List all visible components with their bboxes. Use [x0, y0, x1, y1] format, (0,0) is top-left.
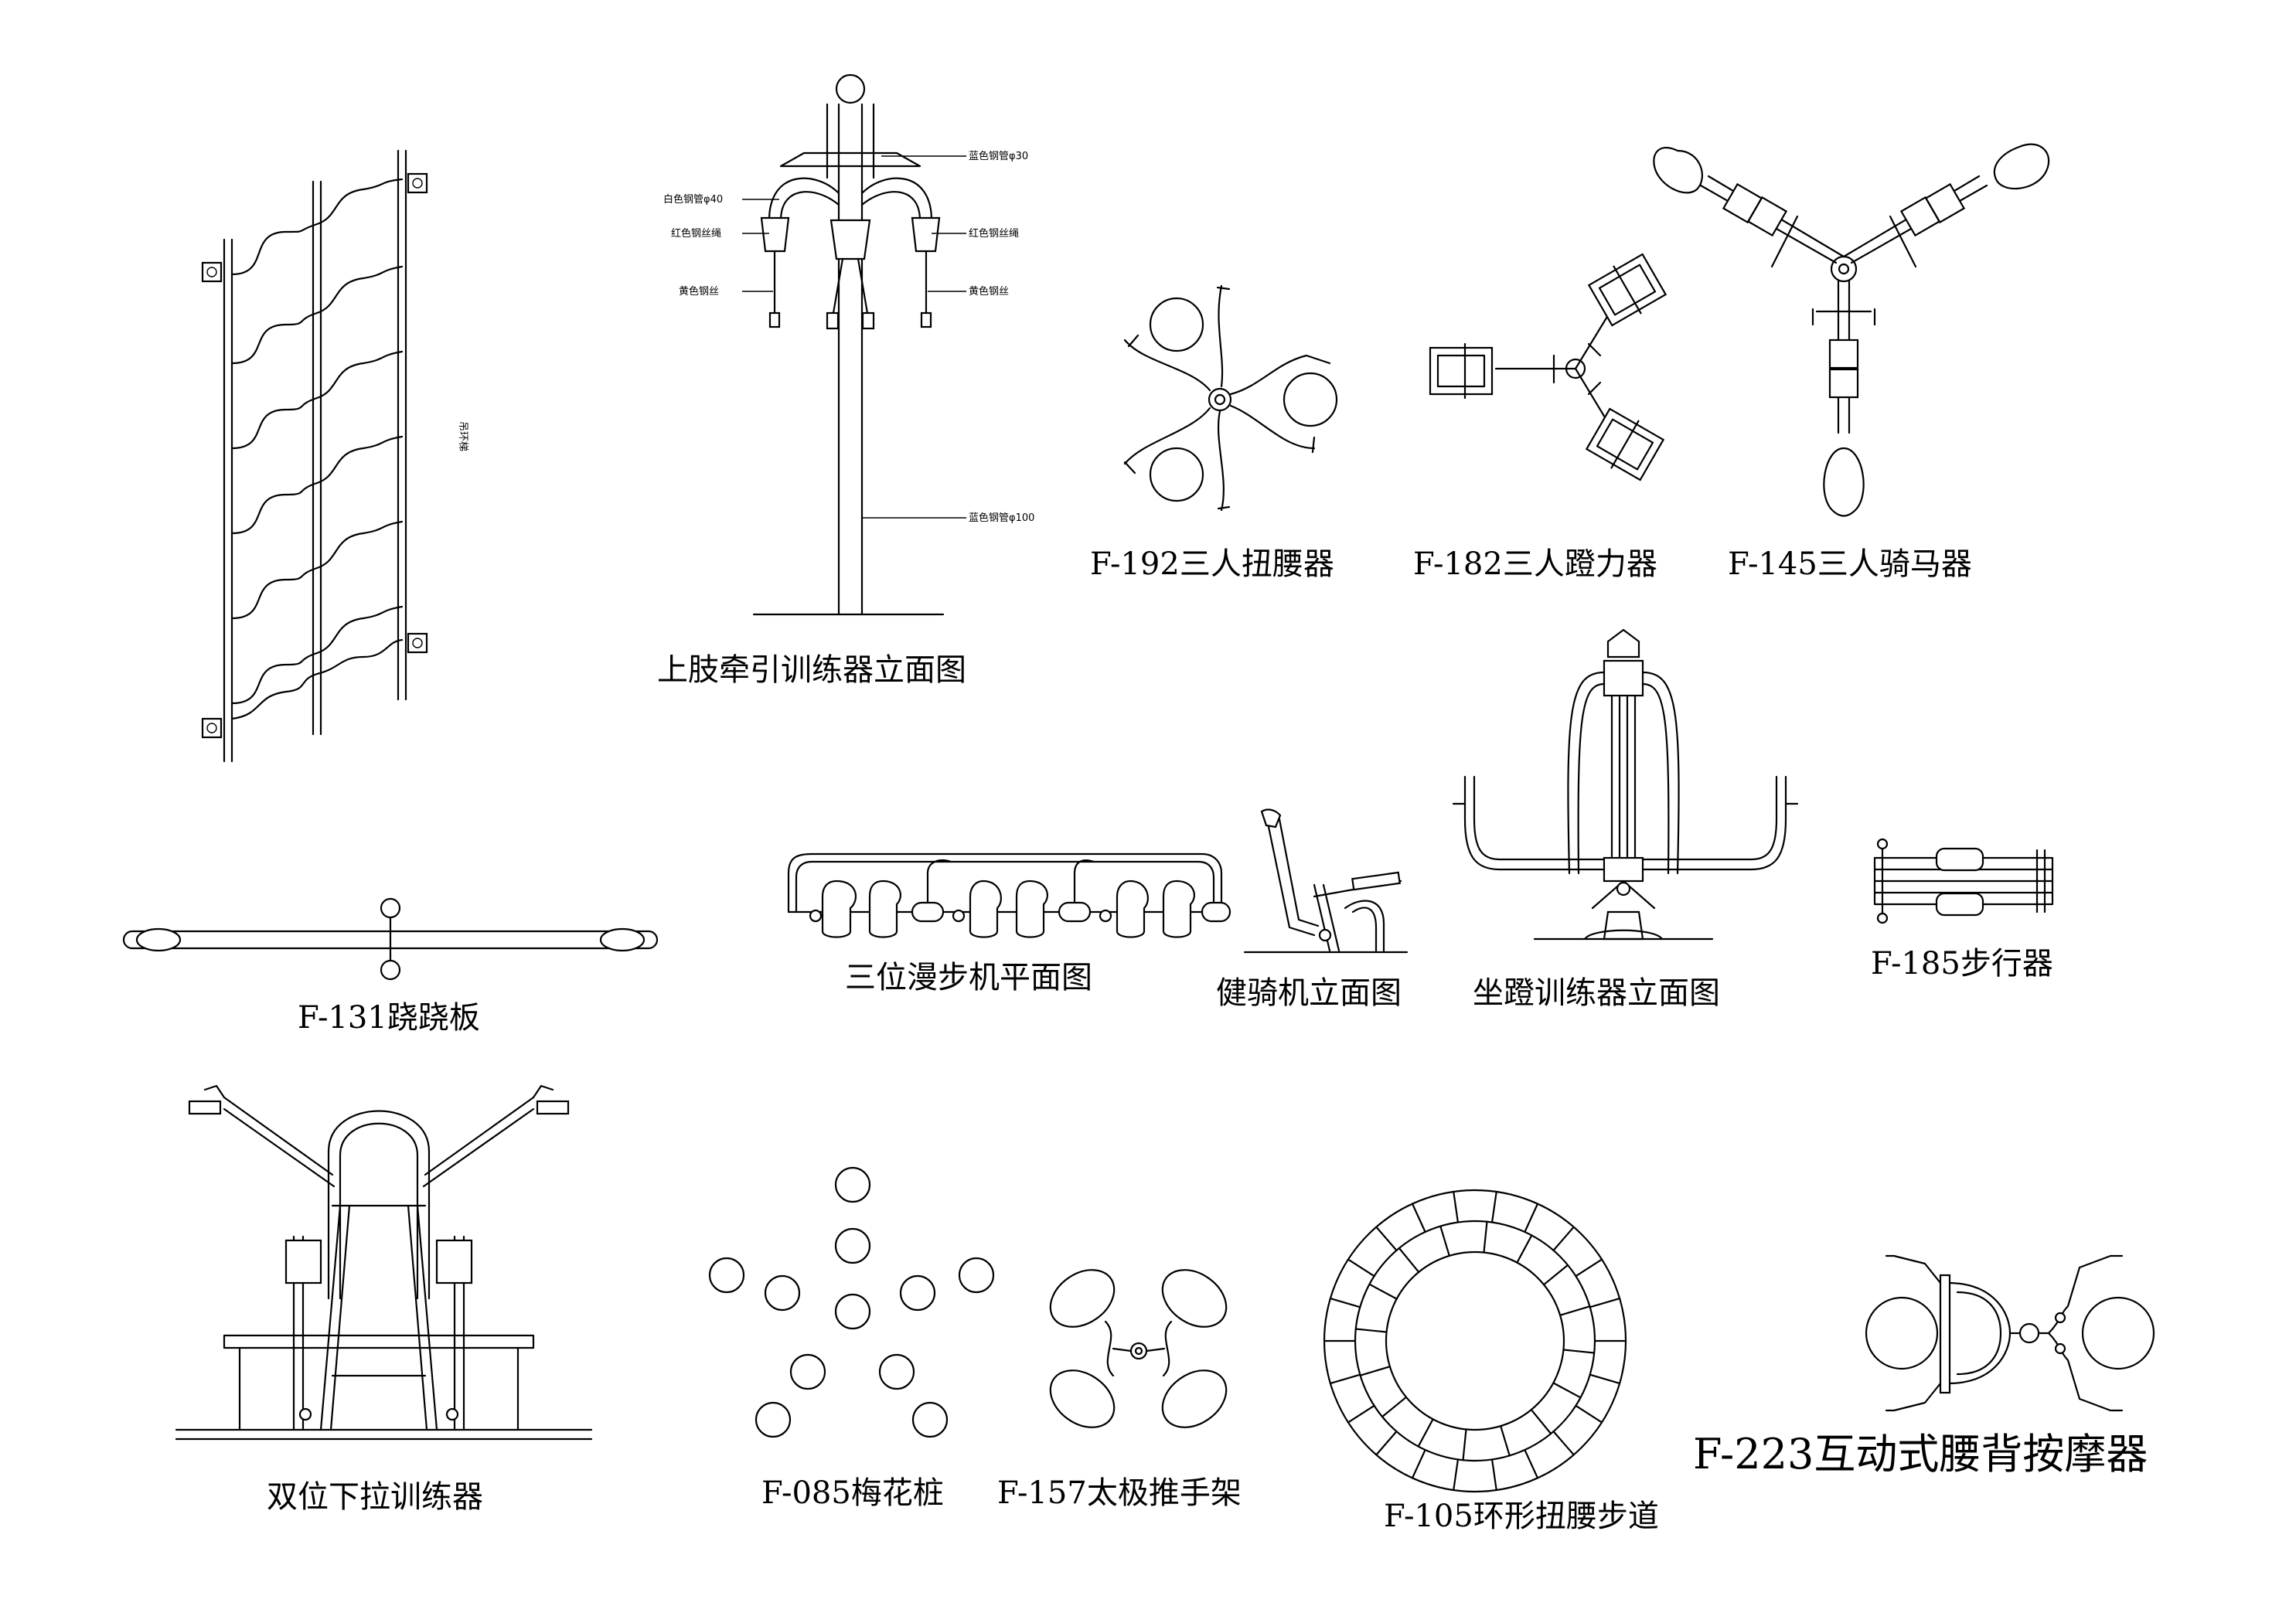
caption-walker3: 三位漫步机平面图: [845, 960, 1092, 995]
upper-limb-traction-elevation: 蓝色钢管φ30 白色钢管φ40 红色钢丝绳 红色钢丝绳 黄色钢丝 黄色钢丝 蓝色…: [663, 73, 1034, 616]
ring-segment-line: [1381, 1396, 1408, 1418]
caption-f223: F-223互动式腰背按摩器: [1693, 1430, 2148, 1478]
f145-horse-rider-plan: [1653, 143, 2050, 517]
wavy-ladder-elevation: 吊环梯: [201, 149, 468, 763]
ring-segment-line: [1329, 1373, 1361, 1385]
note-yellow-wire-right: 黄色钢丝: [969, 285, 1009, 298]
ring-segment-line: [1368, 1283, 1398, 1300]
note-red-rope-right: 红色钢丝绳: [969, 227, 1019, 240]
ring-segment-line: [1552, 1382, 1582, 1399]
ring-segment-line: [1453, 1458, 1460, 1492]
ring-segment-line: [1552, 1226, 1575, 1251]
ring-segment-line: [1589, 1297, 1621, 1308]
ring-segment-line: [1359, 1366, 1391, 1376]
ring-segment-line: [1417, 1418, 1434, 1448]
f085-plum-blossom-piles: [708, 1166, 995, 1438]
caption-pulldown: 双位下拉训练器: [267, 1479, 483, 1515]
ring-segment-line: [1490, 1458, 1497, 1492]
f223-waist-back-massager-plan: [1865, 1254, 2155, 1412]
ring-segment-line: [1398, 1247, 1420, 1274]
ring-segment-line: [1552, 1431, 1575, 1456]
dual-pulldown-trainer-elevation: [175, 1084, 593, 1441]
caption-f105: F-105环形扭腰步道: [1384, 1499, 1659, 1534]
ring-segment-line: [1462, 1428, 1467, 1461]
ring-segment-line: [1375, 1431, 1398, 1456]
ladder-note: 吊环梯: [457, 421, 468, 451]
ring-segment-line: [1347, 1258, 1375, 1278]
ring-segment-line: [1562, 1349, 1596, 1354]
caption-f182: F-182三人蹬力器: [1413, 546, 1657, 582]
caption-traction: 上肢牵引训练器立面图: [657, 652, 966, 688]
ring-segment-line: [1375, 1226, 1398, 1251]
ring-segment-line: [1516, 1234, 1533, 1264]
f185-walker-plan: [1873, 838, 2054, 924]
caption-f085: F-085梅花桩: [761, 1475, 944, 1511]
ring-segment-line: [1524, 1448, 1539, 1479]
f131-seesaw: [122, 897, 659, 981]
note-red-rope-left: 红色钢丝绳: [671, 227, 721, 240]
f192-waist-twister-plan: [1123, 284, 1338, 512]
ring-segment-line: [1559, 1305, 1591, 1316]
caption-f131: F-131跷跷板: [298, 1000, 480, 1036]
f105-ring-waist-path-plan: [1323, 1189, 1627, 1493]
ring-segment-line: [1575, 1404, 1603, 1424]
three-position-walker-plan: [787, 852, 1231, 938]
f157-taichi-push-hands-plan: [1049, 1269, 1228, 1428]
ring-segment-line: [1500, 1425, 1511, 1457]
note-blue-pipe-30: 蓝色钢管φ30: [969, 150, 1028, 162]
ring-segment-line: [1524, 1203, 1539, 1233]
ring-segment-line: [1411, 1203, 1426, 1233]
caption-rider: 健骑机立面图: [1216, 975, 1402, 1011]
caption-f157: F-157太极推手架: [997, 1475, 1242, 1511]
ring-segment-line: [1411, 1448, 1426, 1479]
ring-segment-line: [1354, 1328, 1388, 1333]
f182-leg-press-plan: [1429, 253, 1667, 481]
note-blue-pipe-100: 蓝色钢管φ100: [969, 512, 1034, 524]
caption-f185: F-185步行器: [1871, 946, 2053, 982]
caption-f192: F-192三人扭腰器: [1090, 546, 1334, 582]
ring-segment-line: [1530, 1408, 1552, 1435]
sit-push-trainer-elevation: [1452, 628, 1799, 941]
ring-segment-line: [1329, 1297, 1361, 1308]
ring-segment-line: [1453, 1190, 1460, 1223]
ring-segment-line: [1490, 1190, 1497, 1223]
ring-segment-line: [1542, 1264, 1569, 1286]
note-white-pipe-40: 白色钢管φ40: [663, 193, 723, 206]
note-yellow-wire-left: 黄色钢丝: [679, 285, 719, 298]
ring-segment-line: [1575, 1258, 1603, 1278]
rider-machine-elevation: [1243, 808, 1409, 954]
ring-segment-line: [1439, 1225, 1450, 1257]
ring-segment-line: [1347, 1404, 1375, 1424]
caption-f145: F-145三人骑马器: [1728, 546, 1972, 582]
ring-segment-line: [1589, 1373, 1621, 1385]
caption-sitpush: 坐蹬训练器立面图: [1473, 975, 1720, 1011]
ring-segment-line: [1483, 1220, 1488, 1254]
